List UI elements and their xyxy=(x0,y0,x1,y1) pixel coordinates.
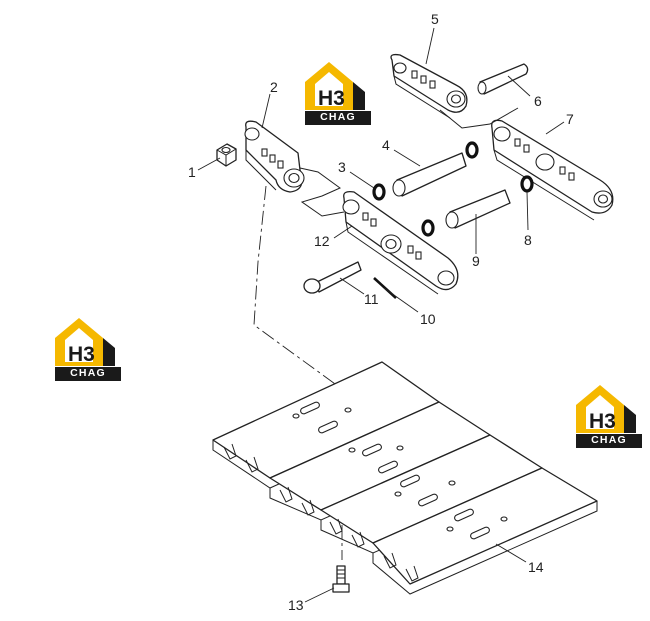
part-13-bolt xyxy=(332,565,350,593)
part-1-nut xyxy=(216,143,237,167)
part-6-pin xyxy=(477,63,529,95)
part-11-master-pin xyxy=(303,261,362,294)
callout-3: 3 xyxy=(338,159,346,175)
part-3-seal-ring xyxy=(372,183,386,201)
part-14-track-shoes xyxy=(212,361,598,595)
part-12-link xyxy=(342,190,459,295)
svg-text:H3: H3 xyxy=(589,410,616,433)
svg-text:H3: H3 xyxy=(68,343,95,366)
brand-logo-top: H3 CHAG xyxy=(305,62,371,125)
part-7-link xyxy=(491,119,614,221)
callout-12: 12 xyxy=(314,233,330,249)
brand-logo-left: H3 CHAG xyxy=(55,318,121,381)
callout-14: 14 xyxy=(528,559,544,575)
callout-4: 4 xyxy=(382,137,390,153)
seal-ring-lower xyxy=(421,219,435,237)
callout-8: 8 xyxy=(524,232,532,248)
part-10-spring-pin xyxy=(373,277,397,299)
part-9-bushing xyxy=(445,189,511,229)
svg-text:H3: H3 xyxy=(318,87,345,110)
callout-1: 1 xyxy=(188,164,196,180)
callout-11: 11 xyxy=(364,291,379,307)
seal-ring-upper xyxy=(465,141,479,159)
callout-6: 6 xyxy=(534,93,542,109)
callout-7: 7 xyxy=(566,111,574,127)
part-8-seal-ring xyxy=(520,175,534,193)
brand-logo-right: H3 CHAG xyxy=(576,385,642,448)
part-5-link xyxy=(390,53,468,119)
callout-13: 13 xyxy=(288,597,304,613)
leader-lines xyxy=(197,27,565,603)
svg-text:CHAG: CHAG xyxy=(70,367,106,379)
callout-10: 10 xyxy=(420,311,436,327)
part-4-bushing xyxy=(392,152,467,197)
callout-9: 9 xyxy=(472,253,480,269)
callout-labels: 1 2 3 4 5 6 7 8 9 10 11 12 13 14 xyxy=(188,11,574,613)
svg-text:CHAG: CHAG xyxy=(591,434,627,446)
callout-2: 2 xyxy=(270,79,278,95)
svg-text:CHAG: CHAG xyxy=(320,111,356,123)
callout-5: 5 xyxy=(431,11,439,27)
part-2-link xyxy=(244,120,305,193)
